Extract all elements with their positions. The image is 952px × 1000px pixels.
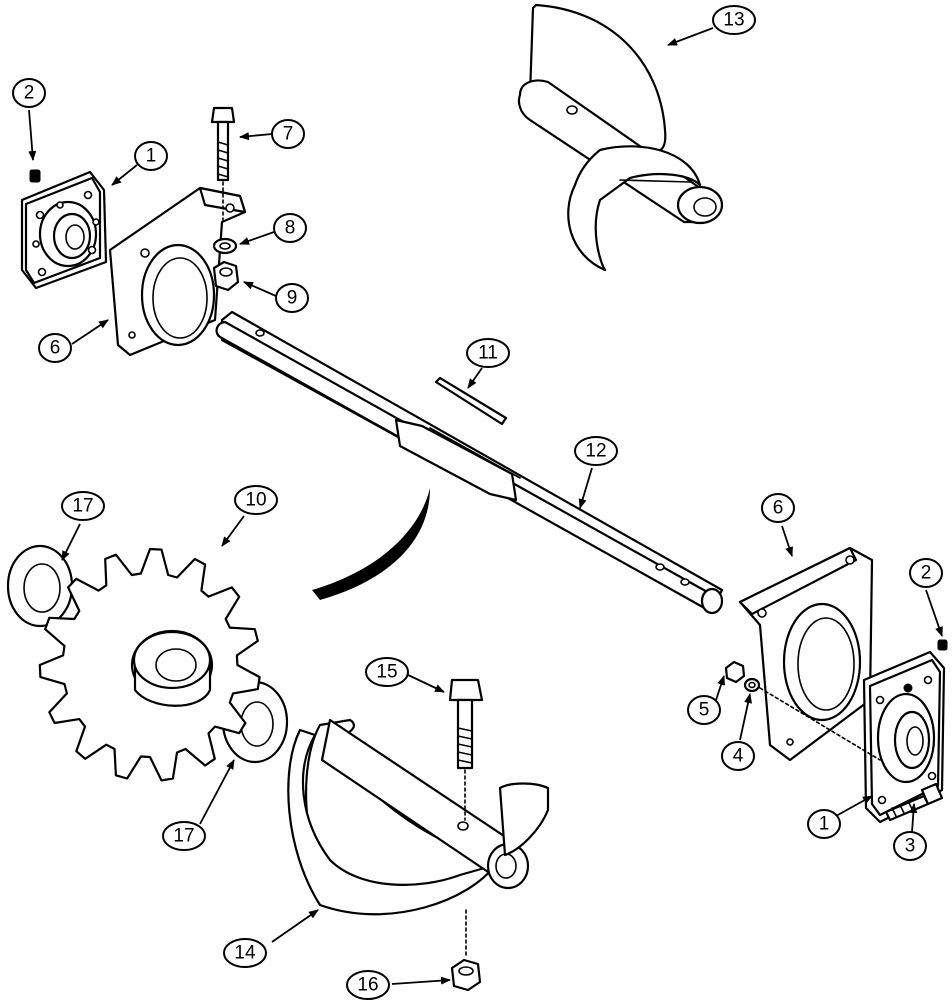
- callout-number: 1: [819, 814, 830, 835]
- nut-right: [724, 660, 746, 684]
- callout-number: 6: [50, 338, 61, 359]
- callout-number: 7: [283, 124, 294, 145]
- callout-10: 10: [234, 485, 278, 515]
- callout-number: 12: [585, 441, 606, 462]
- callout-8: 8: [273, 213, 307, 243]
- callout-6-right: 6: [761, 493, 795, 523]
- callout-number: 3: [905, 836, 916, 857]
- callout-1-left: 1: [134, 141, 168, 171]
- leader-lines: [28, 27, 943, 985]
- callout-number: 10: [245, 490, 266, 511]
- callout-15: 15: [365, 657, 409, 687]
- callout-number: 17: [173, 826, 194, 847]
- callout-1-right: 1: [807, 809, 841, 839]
- callout-12: 12: [574, 436, 618, 466]
- callout-number: 8: [285, 218, 296, 239]
- shaft-key: [434, 376, 508, 426]
- callout-4: 4: [721, 741, 755, 771]
- callout-number: 9: [287, 288, 298, 309]
- callout-number: 4: [733, 746, 744, 767]
- nut-lower: [450, 909, 482, 992]
- main-shaft: [215, 310, 724, 615]
- flange-bearing-left: [20, 170, 108, 290]
- assembly-line-right: [759, 687, 881, 761]
- spacer-left: [6, 544, 74, 628]
- bolt-flange: [884, 782, 944, 822]
- callout-number: 14: [234, 943, 256, 964]
- callout-13: 13: [712, 5, 756, 35]
- callout-2-right: 2: [909, 558, 943, 588]
- callout-number: 17: [72, 496, 93, 517]
- callout-6-left: 6: [38, 333, 72, 363]
- assembly-direction-arrow: [312, 488, 430, 600]
- callout-5: 5: [687, 695, 721, 725]
- callout-17-lower: 17: [162, 821, 206, 851]
- callout-number: 2: [921, 563, 932, 584]
- callout-2-left: 2: [12, 78, 46, 108]
- washer-right-hole: [748, 681, 756, 689]
- callout-number: 1: [146, 146, 157, 167]
- callout-9: 9: [275, 283, 309, 313]
- auger-flight-lower: [287, 718, 550, 916]
- callout-number: 2: [24, 83, 35, 104]
- auger-flight-upper: [517, 3, 724, 272]
- callout-number: 5: [699, 700, 710, 721]
- mounting-bracket-right: [738, 546, 874, 762]
- nut-upper: [212, 260, 240, 292]
- grease-fitting-right: [937, 639, 948, 651]
- callout-7: 7: [271, 119, 305, 149]
- callout-number: 11: [478, 343, 498, 364]
- callout-17-upper: 17: [61, 491, 105, 521]
- callout-number: 16: [357, 975, 378, 996]
- callout-number: 13: [723, 10, 744, 31]
- callout-number: 6: [773, 498, 784, 519]
- washer-hole: [219, 242, 231, 250]
- callout-number: 15: [376, 662, 397, 683]
- grease-fitting-left: [29, 169, 41, 183]
- callout-14: 14: [223, 938, 267, 968]
- bolt-upper: [210, 106, 236, 221]
- callout-3: 3: [893, 831, 927, 861]
- mounting-bracket-left: [108, 186, 247, 357]
- drive-sprocket: [38, 547, 261, 782]
- bolt-lower: [448, 678, 484, 821]
- callout-11: 11: [466, 338, 510, 368]
- callout-16: 16: [346, 970, 390, 1000]
- flange-bearing-right: [862, 650, 946, 824]
